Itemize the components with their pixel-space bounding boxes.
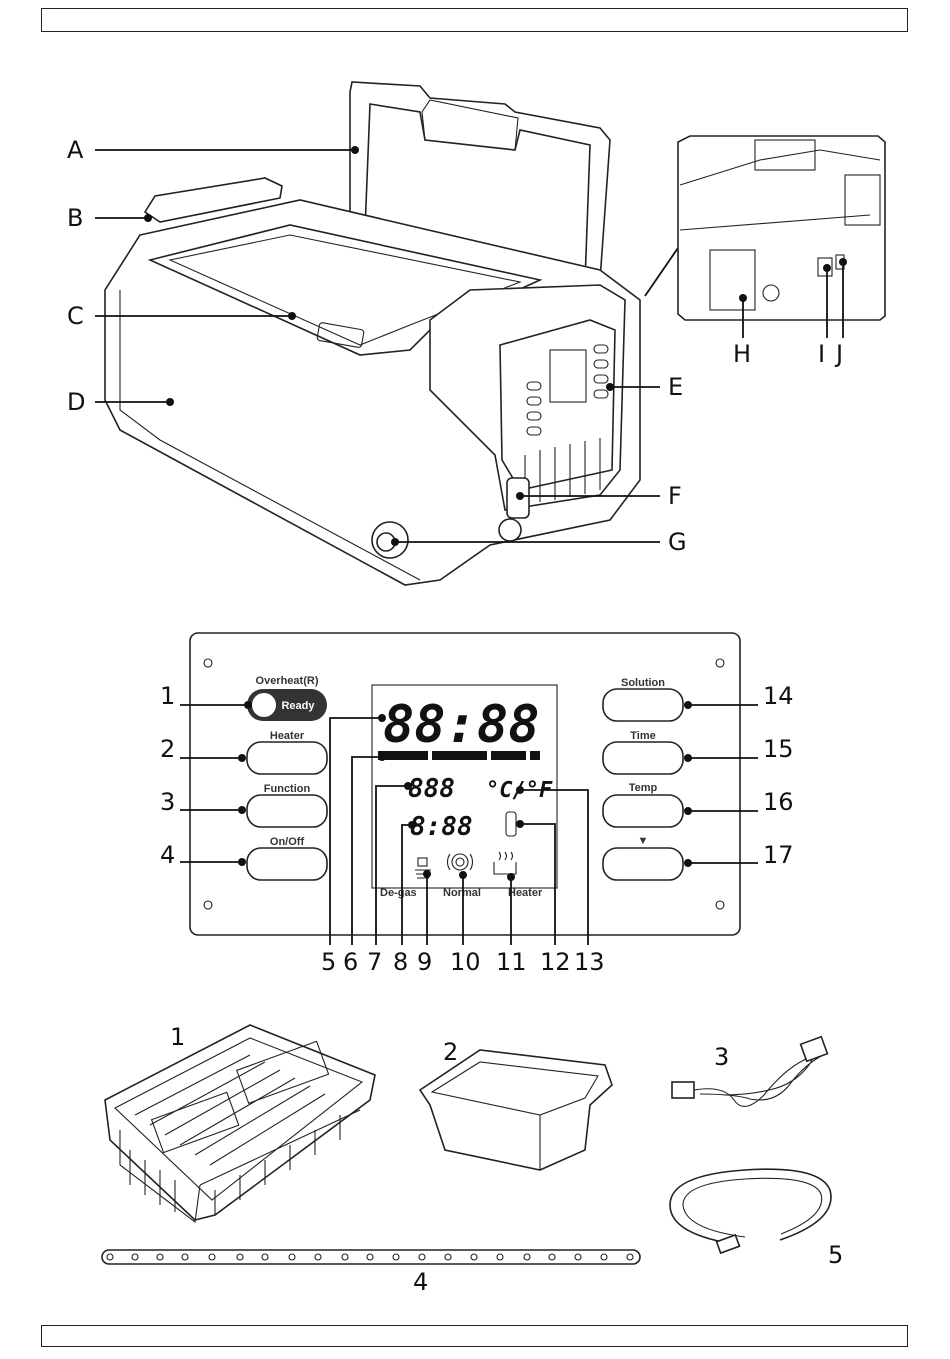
callout-13: 13 bbox=[574, 948, 605, 976]
callout-14: 14 bbox=[763, 682, 794, 710]
callout-15: 15 bbox=[763, 735, 794, 763]
onoff-button[interactable] bbox=[247, 848, 327, 880]
time-label: Time bbox=[630, 730, 655, 742]
main-digits: 88:88 bbox=[383, 695, 540, 755]
label-G: G bbox=[668, 528, 687, 556]
label-H: H bbox=[733, 340, 751, 368]
label-C: C bbox=[67, 302, 84, 330]
accessory-5-label: 5 bbox=[828, 1241, 843, 1269]
normal-label: Normal bbox=[443, 887, 481, 899]
accessory-2-label: 2 bbox=[443, 1038, 458, 1066]
down-button[interactable] bbox=[603, 848, 683, 880]
solution-label: Solution bbox=[621, 677, 665, 689]
temp-label: Temp bbox=[629, 782, 658, 794]
label-D: D bbox=[67, 388, 85, 416]
hose-icon bbox=[670, 1169, 831, 1253]
label-A: A bbox=[67, 136, 84, 164]
power-cord-icon bbox=[672, 1037, 827, 1107]
heater-label: Heater bbox=[270, 730, 305, 742]
accessory-4-label: 4 bbox=[413, 1268, 428, 1296]
callout-6: 6 bbox=[343, 948, 358, 976]
callout-1: 1 bbox=[160, 682, 175, 710]
basket-icon bbox=[105, 1025, 375, 1222]
ready-text: Ready bbox=[281, 700, 315, 712]
label-J: J bbox=[834, 340, 843, 368]
callout-9: 9 bbox=[417, 948, 432, 976]
accessories: 1 2 3 5 bbox=[102, 1023, 843, 1296]
down-label: ▼ bbox=[638, 835, 649, 847]
solution-button[interactable] bbox=[603, 689, 683, 721]
beaker-icon bbox=[420, 1050, 612, 1170]
accessory-1-label: 1 bbox=[170, 1023, 185, 1051]
function-button[interactable] bbox=[247, 795, 327, 827]
callout-2: 2 bbox=[160, 735, 175, 763]
heater-mode-label: Heater bbox=[508, 887, 543, 899]
ultrasonic-cleaner-illustration bbox=[105, 82, 640, 585]
callout-11: 11 bbox=[496, 948, 527, 976]
strap-icon bbox=[102, 1250, 640, 1264]
control-panel-diagram: Overheat(R) Ready Heater Function On/Off… bbox=[160, 633, 794, 976]
callout-17: 17 bbox=[763, 841, 794, 869]
accessory-3-label: 3 bbox=[714, 1043, 729, 1071]
label-E: E bbox=[668, 373, 683, 401]
function-label: Function bbox=[264, 783, 311, 795]
temp-button[interactable] bbox=[603, 795, 683, 827]
callout-3: 3 bbox=[160, 788, 175, 816]
heater-button[interactable] bbox=[247, 742, 327, 774]
overheat-label: Overheat(R) bbox=[256, 675, 319, 687]
callout-16: 16 bbox=[763, 788, 794, 816]
callout-12: 12 bbox=[540, 948, 571, 976]
callout-7: 7 bbox=[367, 948, 382, 976]
callout-5: 5 bbox=[321, 948, 336, 976]
rear-inset bbox=[645, 136, 885, 320]
progress-bar-segments bbox=[378, 751, 540, 760]
callout-10: 10 bbox=[450, 948, 481, 976]
small-digits: 8:88 bbox=[410, 812, 473, 842]
label-I: I bbox=[818, 340, 825, 368]
label-F: F bbox=[668, 482, 682, 510]
callout-8: 8 bbox=[393, 948, 408, 976]
time-button[interactable] bbox=[603, 742, 683, 774]
callout-4: 4 bbox=[160, 841, 175, 869]
label-B: B bbox=[67, 204, 83, 232]
degas-label: De-gas bbox=[380, 887, 417, 899]
onoff-label: On/Off bbox=[270, 836, 305, 848]
temp-digits: 888 bbox=[408, 774, 455, 804]
